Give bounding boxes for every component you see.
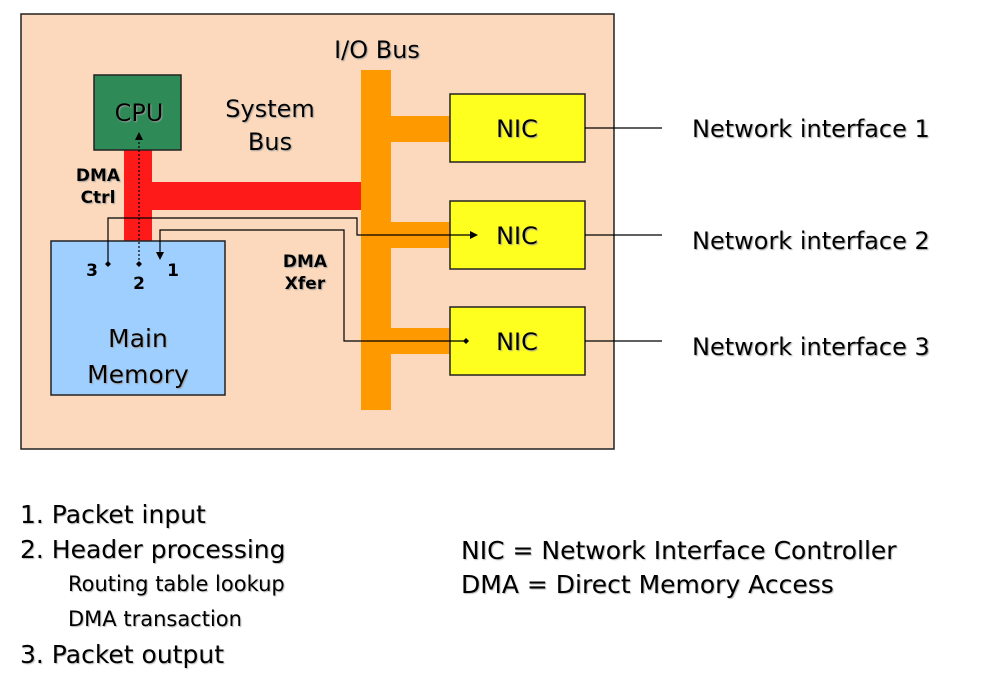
flow-2-arrowhead	[135, 132, 143, 140]
step-3-text: 3. Packet output	[20, 640, 224, 669]
system-bus-label-line1: System	[225, 95, 315, 123]
network-interface-2-label: Network interface 2	[692, 227, 930, 255]
system-bus-label-line2: Bus	[248, 128, 292, 156]
flow-1-arrowhead	[156, 252, 164, 260]
flow-1-start-diamond	[463, 338, 469, 344]
network-links	[585, 127, 662, 342]
network-interface-1-label: Network interface 1	[692, 115, 930, 143]
step-2-text: 2. Header processing	[20, 535, 286, 564]
flow-3-arrowhead	[470, 231, 478, 239]
packet-flow-arrows	[107, 140, 470, 342]
io-bus-label: I/O Bus	[334, 36, 420, 64]
step-1-text: 1. Packet input	[20, 500, 206, 529]
network-interface-3-label: Network interface 3	[692, 333, 930, 361]
flow-1-line	[159, 229, 466, 342]
nic-3: NIC	[449, 306, 586, 376]
nic-1: NIC	[449, 93, 586, 163]
nic-1-label: NIC	[496, 115, 538, 143]
dma-definition: DMA = Direct Memory Access	[461, 570, 834, 599]
nic-2-label: NIC	[496, 222, 538, 250]
memory-label-line1: Main	[108, 324, 168, 353]
dma-ctrl-label-line2: Ctrl	[81, 188, 116, 208]
step-number-2: 2	[133, 274, 145, 294]
dma-xfer-label-line2: Xfer	[285, 274, 326, 294]
step-2-sub-dma: DMA transaction	[68, 607, 242, 631]
memory-label-line2: Memory	[87, 360, 189, 389]
flow-3-end-diamond	[105, 261, 111, 267]
cpu-label: CPU	[115, 99, 164, 127]
nic-3-label: NIC	[496, 328, 538, 356]
flow-2-start-diamond	[136, 261, 142, 267]
router-architecture-diagram: CPU Main Memory NIC NIC NIC I/O B	[20, 13, 930, 450]
dma-xfer-label-line1: DMA	[283, 252, 328, 272]
step-2-sub-routing: Routing table lookup	[68, 572, 285, 596]
system-bus	[124, 150, 361, 242]
step-number-3: 3	[86, 261, 98, 281]
flow-3-line	[107, 217, 470, 264]
step-number-1: 1	[167, 261, 179, 281]
nic-definition: NIC = Network Interface Controller	[461, 536, 897, 565]
dma-ctrl-label-line1: DMA	[76, 166, 121, 186]
main-memory-box	[50, 240, 226, 396]
